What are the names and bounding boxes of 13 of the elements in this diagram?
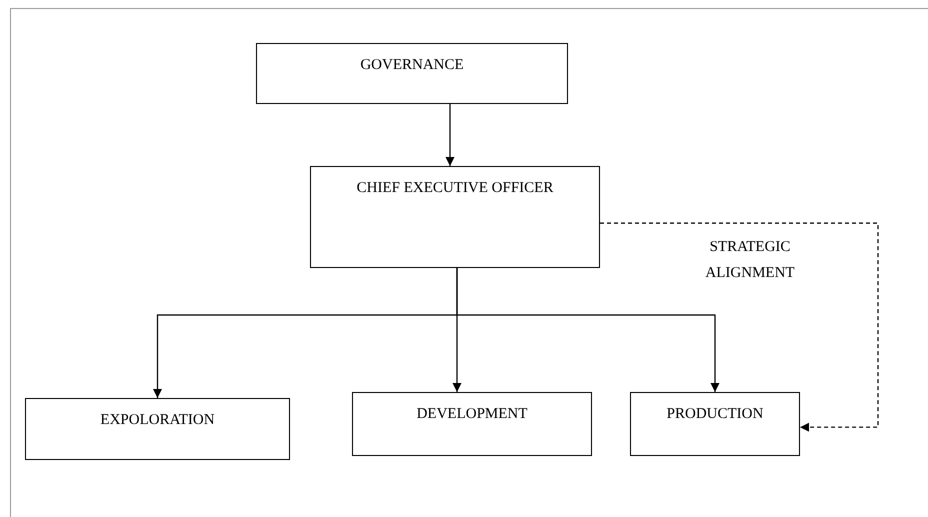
arrow: [456, 268, 720, 392]
org-box: [310, 166, 600, 268]
org-box: [256, 43, 568, 104]
box-label: CHIEF EXECUTIVE OFFICER: [356, 179, 554, 198]
box-label: GOVERNANCE: [360, 56, 464, 75]
dashed-arrow: [600, 222, 879, 432]
box-label: DEVELOPMENT: [416, 405, 528, 424]
box-label: PRODUCTION: [666, 405, 764, 424]
org-box: [630, 392, 800, 456]
org-box: [25, 398, 290, 460]
box-label: EXPOLORATION: [100, 411, 215, 430]
arrow: [446, 104, 454, 166]
org-box: [352, 392, 592, 456]
